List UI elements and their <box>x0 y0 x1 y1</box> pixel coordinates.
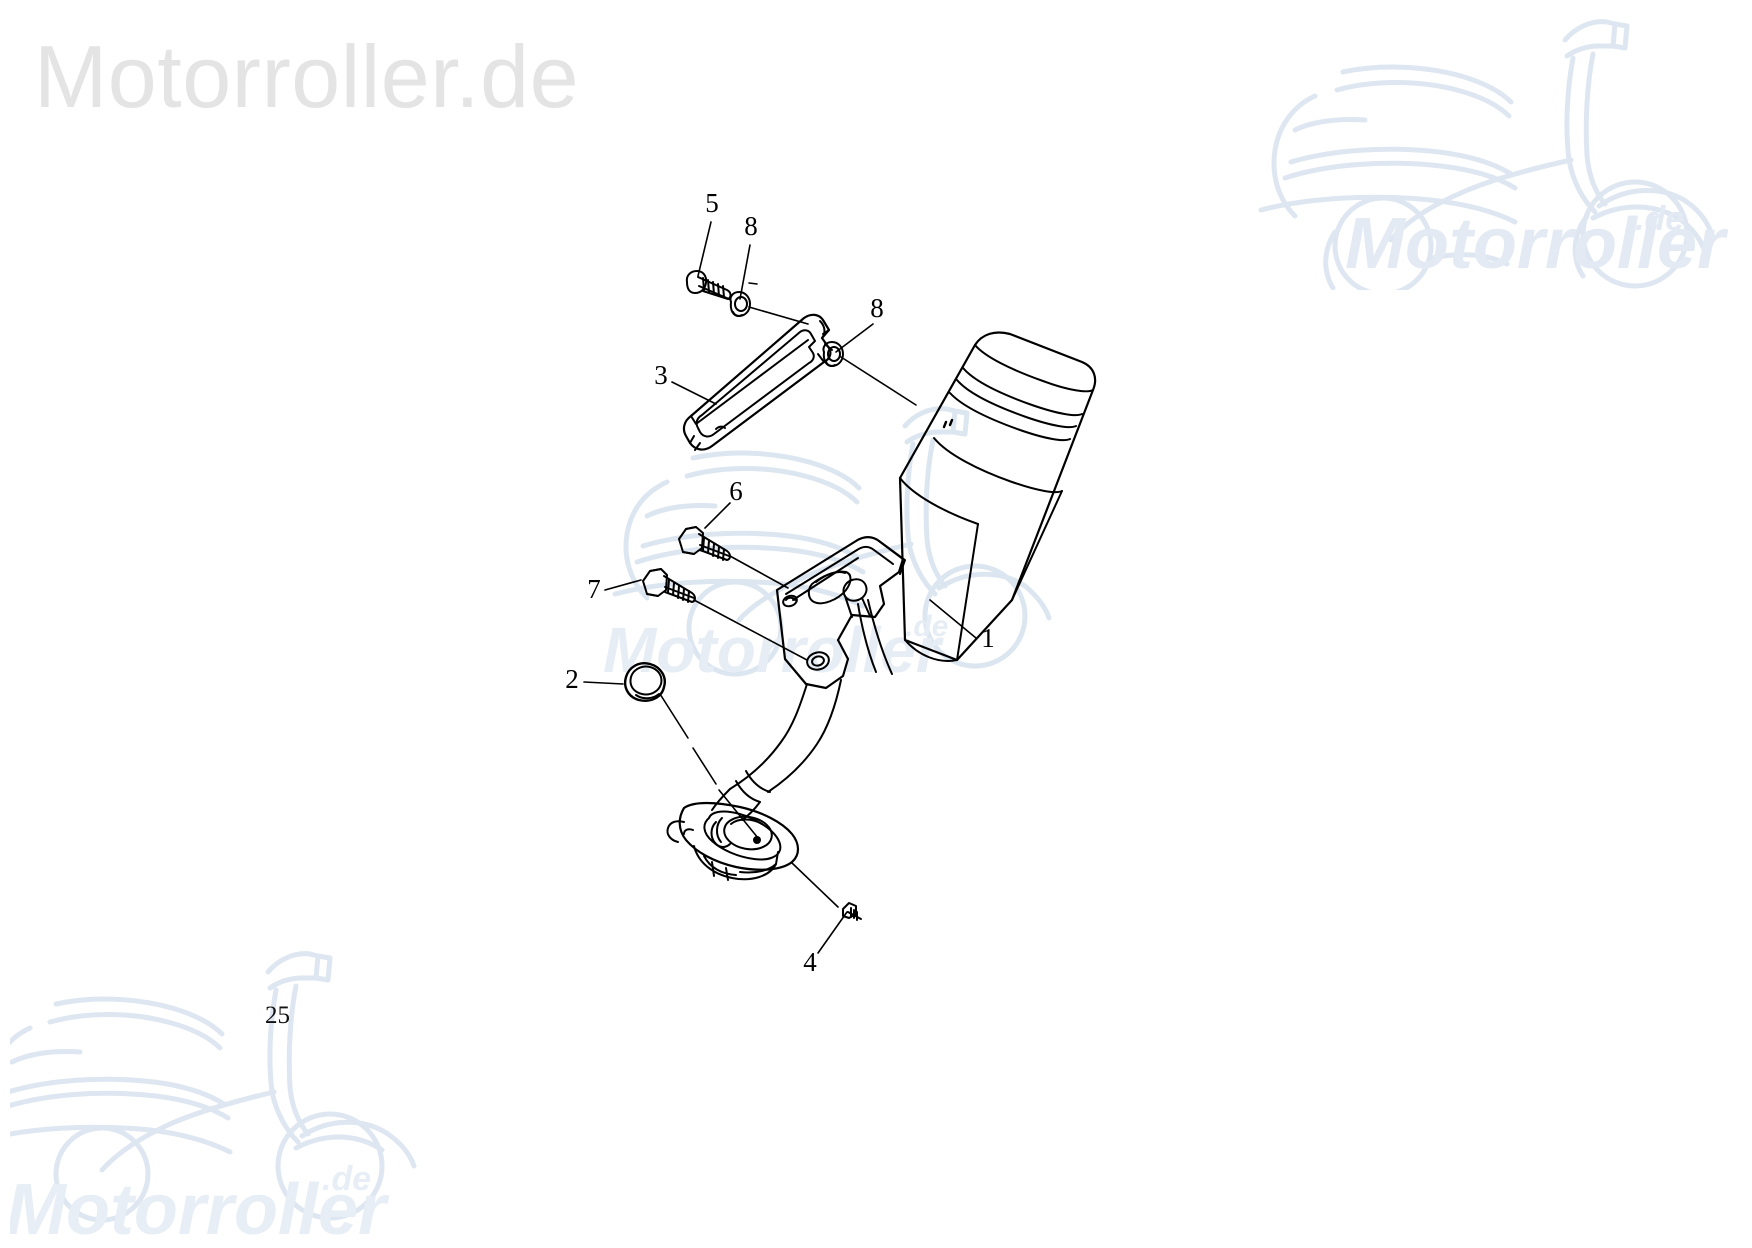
page-number: 25 <box>265 1002 290 1029</box>
callout-7: 7 <box>587 574 601 604</box>
callout-2: 2 <box>565 664 579 694</box>
callout-6: 6 <box>729 476 743 506</box>
callout-5: 5 <box>705 188 719 218</box>
part-muffler-body <box>898 331 1097 662</box>
watermark-logo-suffix-bottom: .de <box>322 1160 371 1198</box>
callout-8-upper: 8 <box>744 211 758 241</box>
part-hex-bolt-lower <box>642 568 696 603</box>
watermark-scooter-logo-bottom-left: Motorroller .de <box>10 852 430 1248</box>
part-heat-shield-bracket <box>682 313 833 451</box>
part-exhaust-downpipe <box>711 679 842 821</box>
watermark-logo-text: Motorroller <box>1345 204 1729 284</box>
callout-numbers: 1 2 3 4 5 6 7 8 8 <box>565 188 995 977</box>
watermark-text-top-left: Motorroller.de <box>34 27 580 126</box>
part-flange-stud-bolt <box>842 902 862 921</box>
part-hex-bolt-upper <box>678 526 731 561</box>
callout-1: 1 <box>981 623 995 653</box>
watermark-logo-text-bottom: Motorroller <box>10 1170 390 1248</box>
watermark-logo-suffix: .de <box>1635 200 1684 238</box>
part-washer-lower <box>822 341 844 367</box>
part-muffler-mount-bracket <box>775 536 906 690</box>
callout-3: 3 <box>654 360 668 390</box>
part-exhaust-flange <box>666 801 800 881</box>
watermark-scooter-logo-top-right: Motorroller .de <box>1195 10 1735 290</box>
watermark-logo-suffix-center: .de <box>905 610 948 643</box>
part-mounting-screw <box>685 270 732 300</box>
callout-4: 4 <box>803 947 817 977</box>
part-exhaust-gasket-ring <box>624 662 666 702</box>
leader-lines <box>583 221 977 954</box>
callout-8-lower: 8 <box>870 293 884 323</box>
